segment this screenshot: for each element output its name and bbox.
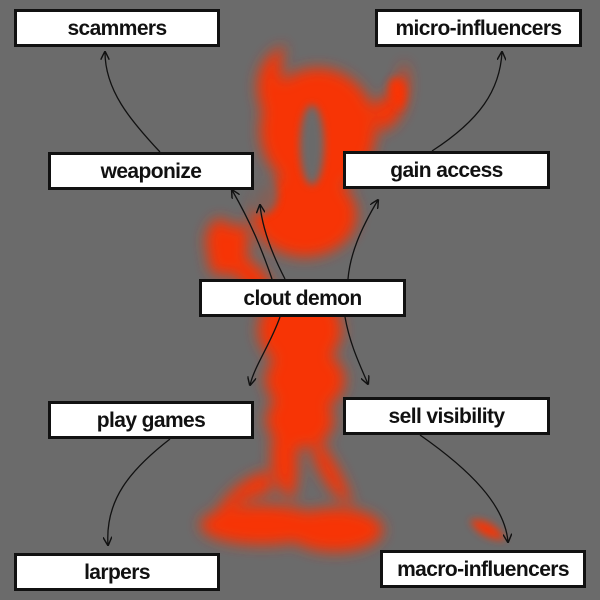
node-gain-access-label: gain access (390, 158, 503, 182)
node-sell-visibility: sell visibility (343, 397, 550, 435)
node-micro-influencers: micro-influencers (375, 9, 582, 47)
node-larpers: larpers (14, 553, 220, 591)
node-clout-demon-label: clout demon (243, 286, 362, 310)
node-macro-influencers: macro-influencers (380, 550, 586, 588)
node-play-games-label: play games (96, 408, 206, 432)
node-play-games: play games (48, 401, 254, 439)
node-weaponize-label: weaponize (100, 159, 202, 183)
node-macro-influencers-label: macro-influencers (397, 557, 569, 581)
node-scammers: scammers (14, 9, 220, 47)
node-weaponize: weaponize (48, 152, 254, 190)
node-micro-influencers-label: micro-influencers (395, 16, 562, 40)
node-scammers-label: scammers (67, 16, 167, 40)
node-clout-demon: clout demon (199, 279, 406, 317)
node-sell-visibility-label: sell visibility (388, 404, 506, 428)
node-gain-access: gain access (343, 151, 550, 189)
node-larpers-label: larpers (84, 560, 150, 584)
